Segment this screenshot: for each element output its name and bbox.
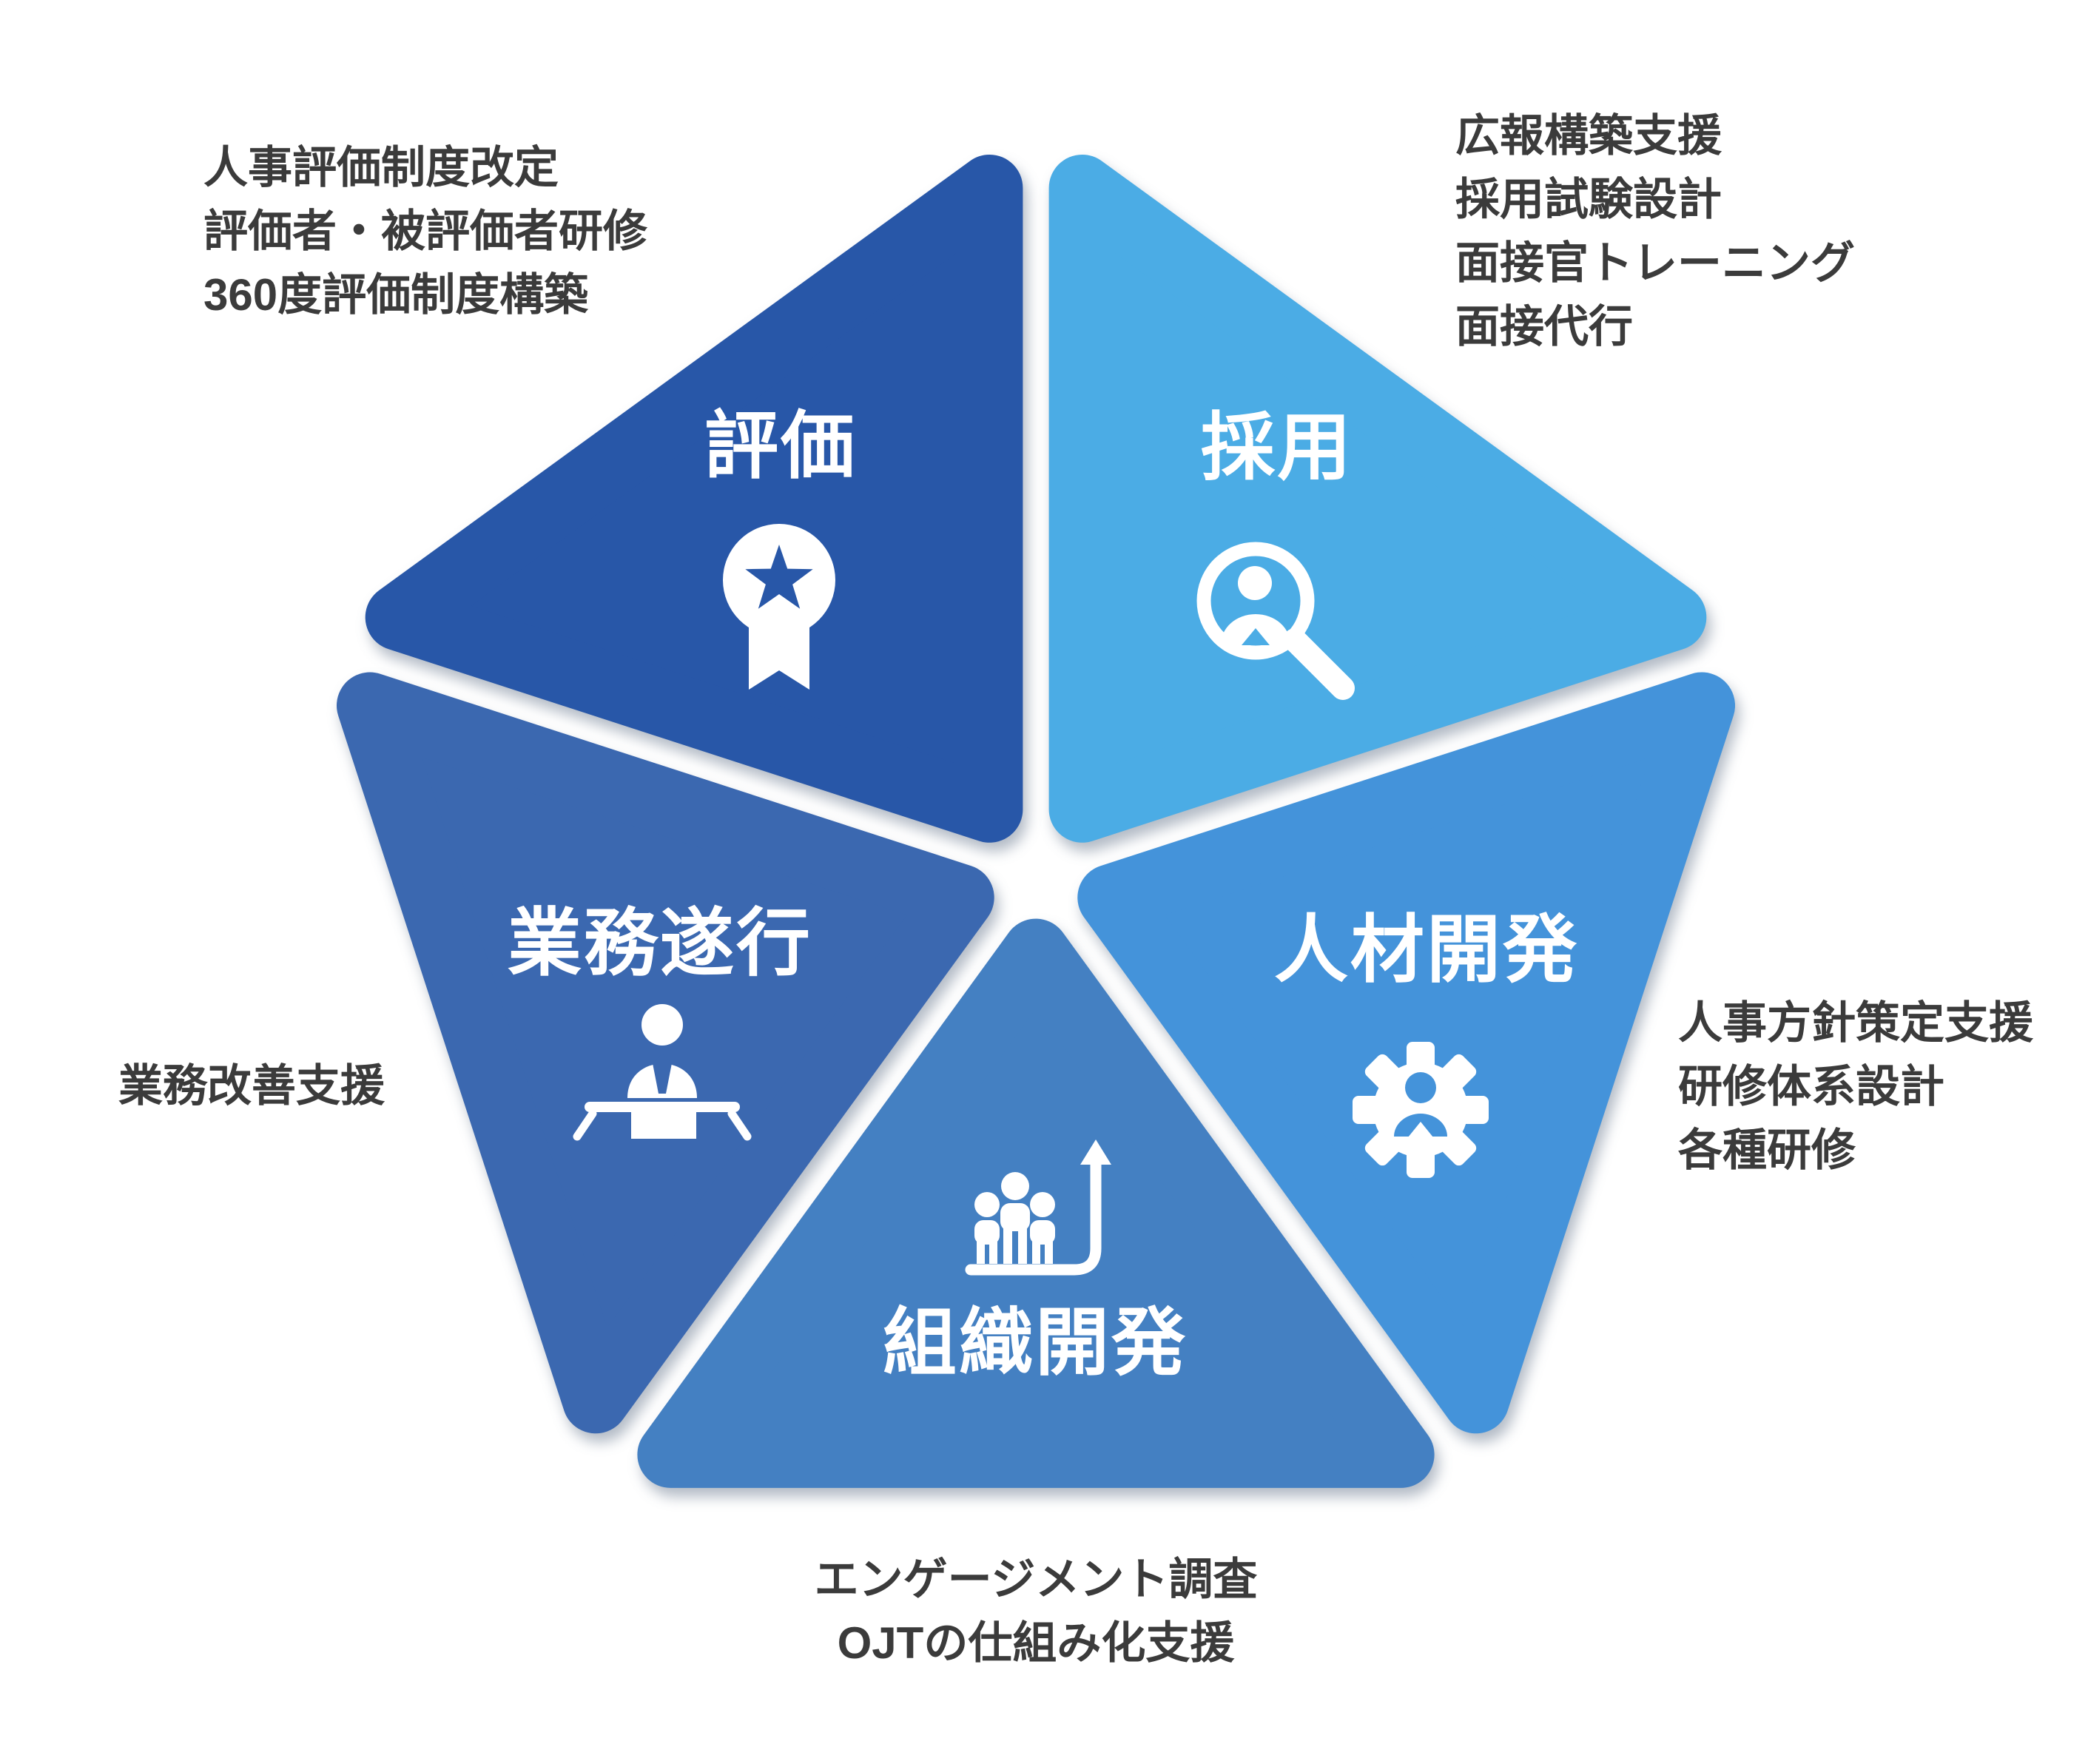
note-line: 広報構築支援 — [1455, 111, 1722, 161]
segment-evaluation-label: 評価 — [704, 405, 857, 488]
note-org-development: エンゲージメント調査 OJTの仕組み化支援 — [740, 1548, 1332, 1675]
note-recruitment: 広報構築支援 採用試験設計 面接官トレーニング 面接代行 — [1455, 104, 1855, 359]
note-line: 人事評価制度改定 — [203, 143, 559, 192]
segment-recruitment-shape — [1048, 155, 1707, 843]
gear-person-icon — [1353, 1042, 1489, 1178]
note-line: 人事方針策定支援 — [1678, 998, 2033, 1048]
desk-leg-right — [727, 1109, 752, 1141]
magnifier-ring — [1196, 542, 1315, 660]
people-growth-arrow-icon — [965, 1139, 1111, 1276]
magnifier-handle — [1283, 628, 1355, 700]
note-line: 採用試験設計 — [1455, 175, 1722, 224]
person-head — [641, 1004, 683, 1046]
note-line: エンゲージメント調査 — [814, 1555, 1258, 1604]
note-line: 360度評価制度構築 — [203, 270, 589, 320]
note-line: 業務改善支援 — [118, 1061, 385, 1111]
laptop — [631, 1112, 696, 1139]
segment-org-development-label: 組織開発 — [883, 1302, 1188, 1384]
person-at-desk-icon — [573, 1004, 752, 1141]
person-head — [1238, 566, 1272, 600]
segment-recruitment: 採用 — [1048, 155, 1707, 843]
note-operations: 業務改善支援 — [118, 1054, 385, 1118]
award-star — [745, 545, 813, 609]
people-group — [974, 1172, 1055, 1264]
desk-top — [585, 1102, 740, 1112]
note-hr-development: 人事方針策定支援 研修体系設計 各種研修 — [1678, 992, 2033, 1182]
note-line: 面接官トレーニング — [1455, 238, 1855, 288]
segment-operations: 業務遂行 — [337, 672, 994, 1434]
segment-operations-shape — [337, 672, 994, 1434]
note-line: 研修体系設計 — [1678, 1062, 1944, 1111]
growth-axis — [965, 1154, 1102, 1276]
award-medal-star-icon — [723, 524, 835, 690]
desk-leg-left — [573, 1109, 597, 1141]
person-collar-notch — [1408, 1122, 1433, 1137]
segment-hr-development: 人材開発 — [1077, 672, 1735, 1434]
segment-hr-development-label: 人材開発 — [1274, 909, 1579, 992]
segment-operations-label: 業務遂行 — [508, 902, 812, 985]
note-line: 各種研修 — [1678, 1125, 1856, 1175]
arrow-head — [1080, 1139, 1111, 1165]
person-tie — [653, 1054, 672, 1094]
segment-org-development: 組織開発 — [637, 918, 1435, 1488]
note-evaluation: 人事評価制度改定 評価者・被評価者研修 360度評価制度構築 — [203, 136, 647, 327]
note-line: 面接代行 — [1455, 302, 1633, 351]
segment-evaluation: 評価 — [365, 155, 1023, 843]
note-line: 評価者・被評価者研修 — [203, 206, 647, 256]
magnifier-person-icon — [1196, 542, 1355, 700]
note-line: OJTの仕組み化支援 — [837, 1618, 1235, 1668]
person-collar-notch — [1242, 628, 1270, 645]
segment-evaluation-shape — [365, 155, 1023, 843]
segment-hr-development-shape — [1077, 672, 1735, 1434]
award-ribbon — [749, 625, 809, 690]
segment-recruitment-label: 採用 — [1201, 406, 1353, 489]
person-head — [1405, 1072, 1436, 1103]
